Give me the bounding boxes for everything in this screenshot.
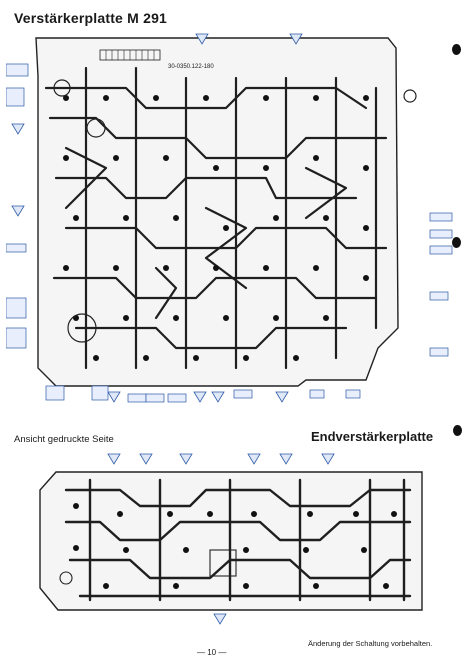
- punch-hole-lower: [453, 425, 462, 436]
- amplifier-board-diagram: 30-0350.122-180: [6, 33, 453, 403]
- board-id-label: 30-0350.122-180: [168, 64, 214, 70]
- section-title-right: Endverstärkerplatte: [311, 429, 434, 444]
- footnote: Änderung der Schaltung vorbehalten.: [308, 639, 433, 648]
- punch-hole-middle: [452, 237, 461, 248]
- page-number: — 10 —: [197, 648, 227, 657]
- power-amplifier-board-diagram: [39, 453, 423, 625]
- punch-hole-top: [452, 44, 461, 55]
- page-title: Verstärkerplatte M 291: [14, 10, 168, 26]
- section-caption-left: Ansicht gedruckte Seite: [14, 434, 114, 445]
